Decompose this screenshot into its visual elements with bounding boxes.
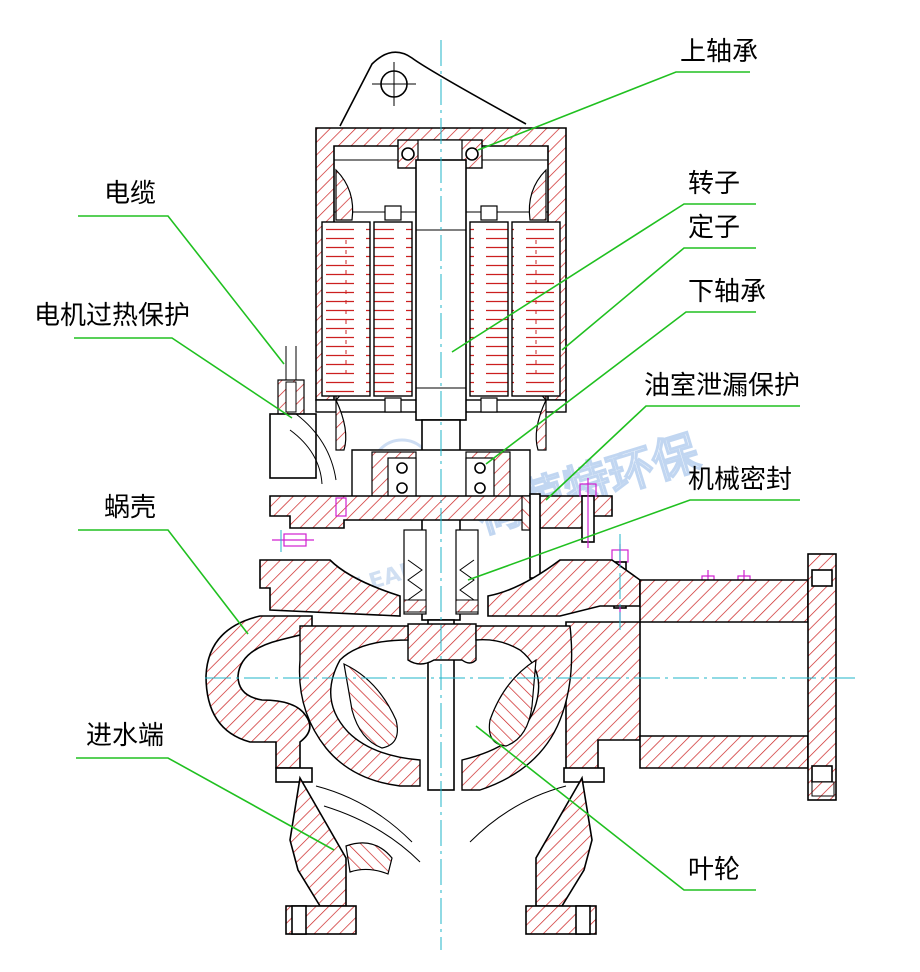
lifting-lug: [339, 51, 527, 127]
label-mechanical-seal: 机械密封: [688, 465, 792, 495]
volute-casing: [205, 559, 641, 783]
lower-bearing: [387, 457, 495, 499]
label-volute: 蜗壳: [104, 493, 156, 523]
label-rotor: 转子: [688, 169, 740, 199]
oil-leak-sensor: [521, 478, 597, 579]
rotor-core: [373, 205, 509, 413]
inlet-flange: [285, 905, 597, 935]
label-oil-leak-protection: 油室泄漏保护: [644, 371, 800, 401]
leader-lines: [74, 71, 800, 891]
label-inlet: 进水端: [86, 721, 164, 751]
label-cable: 电缆: [104, 179, 156, 209]
discharge-flange: [807, 553, 837, 801]
label-motor-overheat-protection: 电机过热保护: [34, 301, 190, 331]
label-lower-bearing: 下轴承: [688, 277, 766, 307]
cable-gland: [269, 346, 337, 485]
impeller: [298, 623, 573, 791]
center-lines: [205, 40, 860, 950]
label-stator: 定子: [688, 213, 740, 243]
labels: 上轴承 转子 定子 下轴承 油室泄漏保护 机械密封 叶轮 电缆 电机过热保护 蜗…: [34, 37, 800, 885]
label-impeller: 叶轮: [688, 855, 740, 885]
discharge-pipe: [639, 579, 809, 769]
stator-core: [321, 221, 561, 397]
label-upper-bearing: 上轴承: [680, 37, 758, 67]
mechanical-seal: [403, 529, 479, 615]
